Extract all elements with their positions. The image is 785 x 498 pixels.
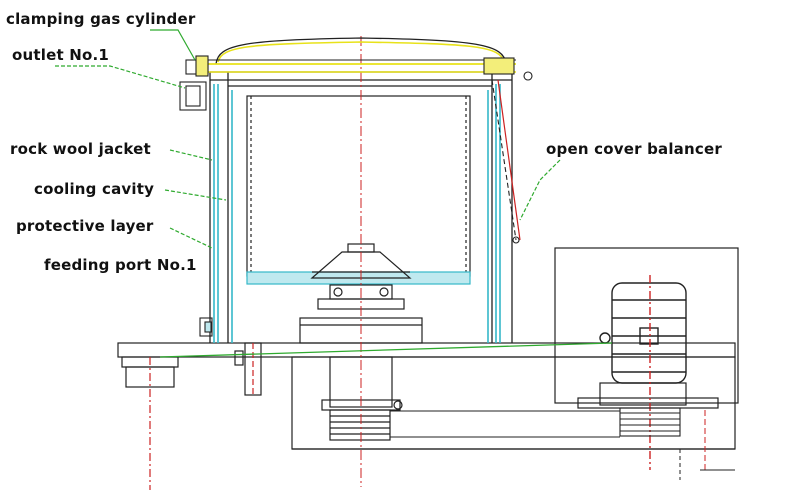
lid-cover xyxy=(206,37,516,73)
jacket-walls xyxy=(213,84,501,343)
right-anchor xyxy=(679,410,735,480)
leader-cooling xyxy=(164,189,227,201)
leader-clamping xyxy=(150,29,196,61)
leader-outlet xyxy=(55,65,186,89)
feeding-port xyxy=(199,317,213,337)
motor xyxy=(599,275,687,470)
cover-balancer xyxy=(483,57,533,244)
axis-green-line xyxy=(159,342,613,358)
label-rock-wool-jacket: rock wool jacket xyxy=(10,140,151,158)
center-stub xyxy=(234,342,262,396)
base-frame xyxy=(117,342,736,450)
spindle-bearing xyxy=(321,356,403,441)
left-support-foot xyxy=(121,356,179,490)
outlet-box xyxy=(179,81,207,111)
drum-basket xyxy=(246,95,471,277)
label-protective-layer: protective layer xyxy=(16,217,154,235)
label-outlet-no1: outlet No.1 xyxy=(12,46,110,64)
leader-protective xyxy=(169,227,213,249)
drive-belt xyxy=(390,410,620,438)
leader-lines xyxy=(55,29,613,358)
label-cooling-cavity: cooling cavity xyxy=(34,180,155,198)
leader-rock-wool xyxy=(169,149,213,161)
label-open-cover-balancer: open cover balancer xyxy=(546,140,722,158)
clamping-cylinder xyxy=(185,55,209,77)
label-feeding-port-no1: feeding port No.1 xyxy=(44,256,197,274)
leader-balancer xyxy=(519,159,561,221)
motor-pulley xyxy=(619,407,681,437)
label-clamping-gas-cylinder: clamping gas cylinder xyxy=(6,10,196,28)
